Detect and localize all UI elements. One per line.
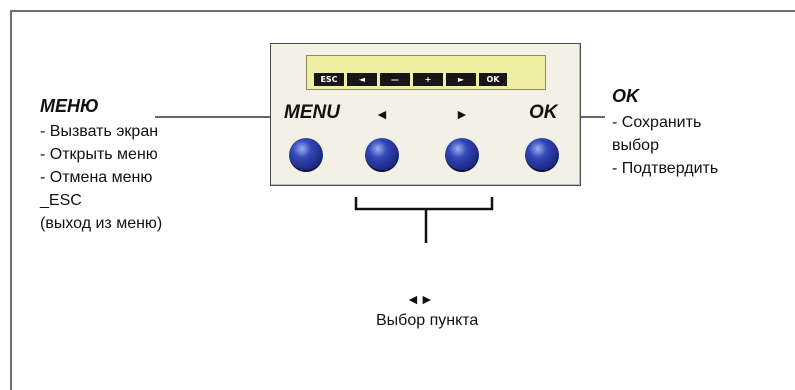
ok-button[interactable] [525, 138, 559, 172]
control-panel: ESC ◄ — + ► OK MENU ◄ ► OK [270, 43, 581, 186]
left-arrow-button[interactable] [365, 138, 399, 172]
menu-callout-line: (выход из меню) [40, 215, 163, 232]
ok-callout-line: - Сохранить [612, 114, 702, 131]
lcd-ok-key: OK [479, 73, 507, 86]
lcd-minus-key: — [380, 73, 410, 86]
ok-button-label: OK [529, 102, 558, 123]
menu-callout-line: - Отмена меню [40, 169, 153, 186]
menu-button-label: MENU [284, 102, 340, 123]
ok-callout-line: выбор [612, 137, 659, 154]
lcd-left-key: ◄ [347, 73, 377, 86]
menu-callout-line: - Вызвать экран [40, 123, 159, 140]
right-arrow-button[interactable] [445, 138, 479, 172]
ok-callout-title: OK [612, 86, 639, 106]
lcd-esc-key: ESC [314, 73, 344, 86]
menu-callout-line: _ESC [40, 192, 82, 209]
arrows-bracket [354, 197, 494, 211]
menu-callout-title: МЕНЮ [40, 96, 99, 116]
menu-callout-line: - Открыть меню [40, 146, 158, 163]
lcd-softkey-row: ESC ◄ — + ► OK [314, 73, 507, 86]
arrows-icon: ◄► [406, 291, 434, 307]
lcd-plus-key: + [413, 73, 443, 86]
menu-button[interactable] [289, 138, 323, 172]
lcd-right-key: ► [446, 73, 476, 86]
right-arrow-label: ► [455, 106, 469, 122]
diagram-frame [10, 10, 795, 390]
ok-callout-line: - Подтвердить [612, 160, 719, 177]
arrows-callout-text: Выбор пункта [376, 312, 479, 329]
left-arrow-label: ◄ [375, 106, 389, 122]
lcd-display: ESC ◄ — + ► OK [306, 55, 546, 90]
